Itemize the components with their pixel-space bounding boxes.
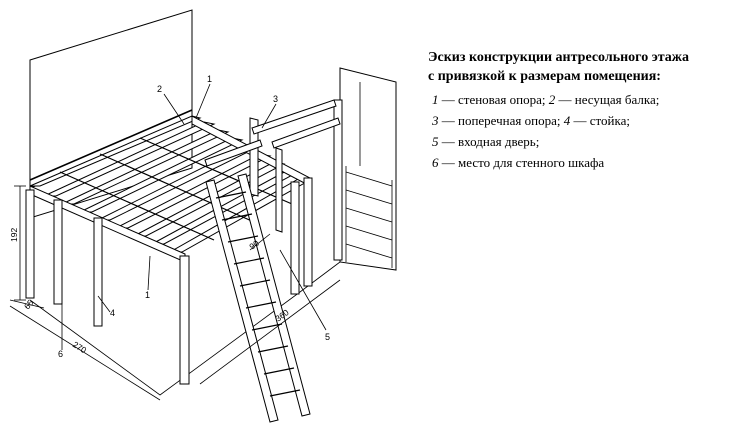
- legend-item-text: — несущая балка;: [555, 92, 660, 107]
- staircase: [205, 173, 311, 423]
- legend-title-line-2: с привязкой к размерам помещения:: [428, 69, 661, 84]
- callout-4: 4: [110, 308, 115, 318]
- legend-item-number: 3: [432, 113, 439, 128]
- right-wall: [339, 67, 397, 271]
- callout-6: 6: [58, 349, 63, 359]
- callout-5: 5: [325, 332, 330, 342]
- legend-item: 6 — место для стенного шкафа: [432, 155, 723, 171]
- legend-item-number: 1: [432, 92, 439, 107]
- legend-item: 5 — входная дверь;: [432, 134, 723, 150]
- legend-item-number: 5: [432, 134, 439, 149]
- legend-item-text: — стеновая опора;: [438, 92, 549, 107]
- floor-outline: [29, 261, 341, 396]
- dimension-lines: [9, 185, 341, 401]
- wardrobe-shelves: [345, 82, 393, 268]
- dimension-post-width: 65: [22, 297, 36, 311]
- legend-item-number: 6: [432, 155, 439, 170]
- legend-item-number: 4: [563, 113, 571, 128]
- dimension-height: 192: [9, 228, 19, 242]
- legend-item-text: — место для стенного шкафа: [438, 155, 605, 170]
- legend-title: Эскиз конструкции антресольного этажа с …: [428, 48, 723, 86]
- posts: [25, 99, 343, 385]
- legend-title-line-1: Эскиз конструкции антресольного этажа: [428, 50, 689, 65]
- callout-1-bottom: 1: [145, 290, 150, 300]
- callout-2: 2: [157, 84, 162, 94]
- callout-1-top: 1: [207, 74, 212, 84]
- leader-lines: [61, 83, 327, 350]
- legend-item-text: — стойка;: [570, 113, 630, 128]
- railing: [204, 99, 341, 233]
- legend-item: 3 — поперечная опора; 4 — стойка;: [432, 113, 723, 129]
- callout-3: 3: [273, 94, 278, 104]
- dimension-depth: 270: [71, 339, 89, 355]
- legend-item-number: 2: [548, 92, 556, 107]
- legend: Эскиз конструкции антресольного этажа с …: [428, 48, 723, 171]
- legend-item-text: — входная дверь;: [438, 134, 540, 149]
- legend-item-text: — поперечная опора;: [438, 113, 564, 128]
- legend-item: 1 — стеновая опора; 2 — несущая балка;: [432, 92, 723, 108]
